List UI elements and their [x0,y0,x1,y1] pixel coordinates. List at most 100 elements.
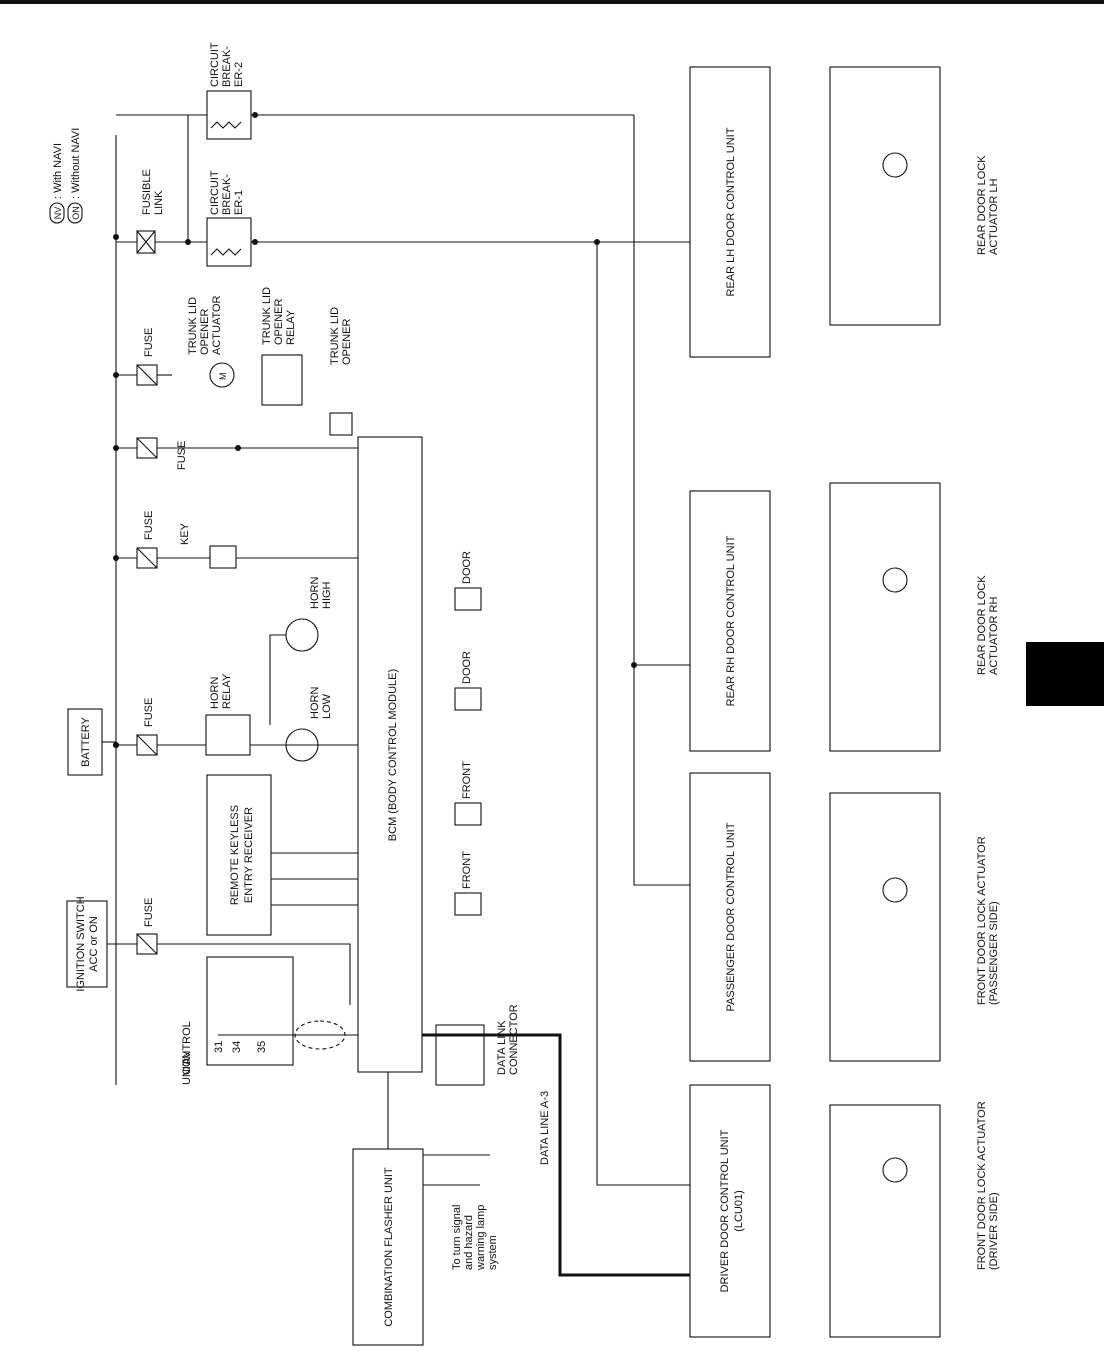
svg-text:DOOR: DOOR [461,651,473,684]
svg-text:M: M [218,373,228,381]
av-control-unit: 35 34 31 AV CONTROL UNIT: [181,956,358,1086]
svg-text:FUSE: FUSE [143,698,155,727]
driver-door-unit [689,1084,771,1338]
bus-fuses: FUSE FUSE FUSE FUSE [113,328,358,756]
svg-text:OPENER: OPENER [273,298,285,345]
rear-rh-door-unit [689,490,771,752]
door-lock-actuators: FRONT DOOR LOCK ACTUATOR (DRIVER SIDE) F… [829,66,1000,1338]
horn-relay-icon [205,714,251,756]
svg-text:BREAK-: BREAK- [221,174,233,215]
svg-text:TRUNK LID: TRUNK LID [261,287,273,345]
rke-label: REMOTE KEYLESS [229,805,241,905]
svg-text:ACTUATOR LH: ACTUATOR LH [988,178,1000,255]
svg-text:FRONT: FRONT [461,761,473,799]
svg-text:ER-2: ER-2 [233,62,245,87]
svg-text:To turn signal: To turn signal [451,1205,463,1270]
header-rule [0,0,1104,4]
driver-door-label: DRIVER DOOR CONTROL UNIT [719,1129,731,1292]
data-line-label: DATA LINE A-3 [539,1091,551,1165]
rear-lh-door-label: REAR LH DOOR CONTROL UNIT [725,127,737,296]
battery-label: BATTERY [80,716,92,766]
svg-text:RELAY: RELAY [221,673,233,709]
passenger-door-unit [689,772,771,1062]
svg-text:UNIT:: UNIT: [181,1058,193,1086]
bcm-title: BCM (BODY CONTROL MODULE) [387,669,399,841]
door-switches: FRONT FRONT DOOR DOOR [454,551,482,916]
svg-text:and hazard: and hazard [463,1215,475,1270]
trunk-cancel-switch-icon [329,412,353,436]
svg-text:35: 35 [256,1041,268,1053]
actuator-rear-rh-label: REAR DOOR LOCK [976,575,988,675]
legend-nv-symbol: NV [53,207,63,220]
svg-text:FUSE: FUSE [143,328,155,357]
legend-on-text: : Without NAVI [70,128,82,199]
actuator-rear-lh-label: REAR DOOR LOCK [976,155,988,255]
data-link-connector-icon [435,1024,485,1086]
rear-rh-door-label: REAR RH DOOR CONTROL UNIT [725,535,737,706]
trunk-actuator-icon [209,362,235,388]
svg-text:LINK: LINK [153,190,165,215]
data-line-a3 [422,1033,690,1277]
svg-text:DATA LINK: DATA LINK [496,1020,508,1075]
legend: NV : With NAVI ON : Without NAVI [49,128,83,224]
remote-keyless-receiver: REMOTE KEYLESS ENTRY RECEIVER [206,774,358,936]
trunk-relay-icon [261,354,303,406]
ignition-switch-box [66,900,108,988]
svg-text:34: 34 [231,1041,243,1053]
bcm-box [357,436,423,1073]
svg-text:OPENER: OPENER [341,318,353,365]
data-link-flasher: DATA LINK CONNECTOR COMBINATION FLASHER … [352,1004,690,1346]
svg-text:FUSE: FUSE [143,511,155,540]
svg-text:ACTUATOR RH: ACTUATOR RH [988,597,1000,675]
horn-low-icon [285,728,319,762]
rear-lh-door-unit [689,66,771,358]
section-tab [1026,642,1104,706]
svg-text:HORN: HORN [209,677,221,709]
svg-text:ER-1: ER-1 [233,190,245,215]
svg-text:HORN: HORN [309,577,321,609]
legend-on-symbol: ON [71,206,81,220]
svg-text:HORN: HORN [309,687,321,719]
svg-text:FUSE: FUSE [143,898,155,927]
cb2-label: CIRCUIT [209,42,221,87]
svg-text:TRUNK LID: TRUNK LID [329,307,341,365]
svg-text:FRONT: FRONT [461,851,473,889]
horn-high-icon [285,618,319,652]
svg-text:FUSE: FUSE [176,441,188,470]
passenger-door-label: PASSENGER DOOR CONTROL UNIT [725,822,737,1011]
svg-text:ACTUATOR: ACTUATOR [211,295,223,355]
horn-circuit: HORN RELAY HORN LOW HORN HIGH [205,577,358,762]
power-bus: FUSIBLE LINK [113,114,191,1085]
svg-text:ENTRY RECEIVER: ENTRY RECEIVER [243,807,255,903]
svg-text:BREAK-: BREAK- [221,46,233,87]
svg-text:(PASSENGER SIDE): (PASSENGER SIDE) [988,901,1000,1005]
trunk-circuit: M TRUNK LID OPENER ACTUATOR TRUNK LID OP… [187,287,353,436]
svg-text:warning lamp: warning lamp [475,1205,487,1271]
circuit-breaker-1-icon [206,217,252,267]
svg-text:HIGH: HIGH [321,581,333,609]
av-unit-label: AV [181,1050,193,1065]
circuit-breaker-2-icon [206,90,252,140]
svg-text:LOW: LOW [321,693,333,719]
bcm: BCM (BODY CONTROL MODULE) [357,436,423,1073]
svg-text:system: system [487,1235,499,1270]
door-control-units: DRIVER DOOR CONTROL UNIT (LCU01) PASSENG… [689,66,771,1338]
svg-text:CONNECTOR: CONNECTOR [508,1004,520,1075]
key-switch: KEY [179,522,358,569]
svg-text:(LCU01): (LCU01) [733,1190,745,1232]
svg-text:TRUNK LID: TRUNK LID [187,297,199,355]
legend-nv-text: : With NAVI [52,143,64,199]
combination-flasher-label: COMBINATION FLASHER UNIT [383,1167,395,1327]
fusible-link-label: FUSIBLE [141,169,153,215]
circuit-breakers: CIRCUIT BREAK- ER-1 CIRCUIT BREAK- ER-2 [188,42,690,1186]
svg-text:31: 31 [213,1041,225,1053]
svg-text:ACC or ON: ACC or ON [88,916,100,972]
svg-text:(DRIVER SIDE): (DRIVER SIDE) [988,1192,1000,1270]
svg-text:CONTROL: CONTROL [181,1021,193,1075]
cb1-label: CIRCUIT [209,170,221,215]
actuator-passenger-label: FRONT DOOR LOCK ACTUATOR [976,836,988,1005]
svg-text:DOOR: DOOR [461,551,473,584]
